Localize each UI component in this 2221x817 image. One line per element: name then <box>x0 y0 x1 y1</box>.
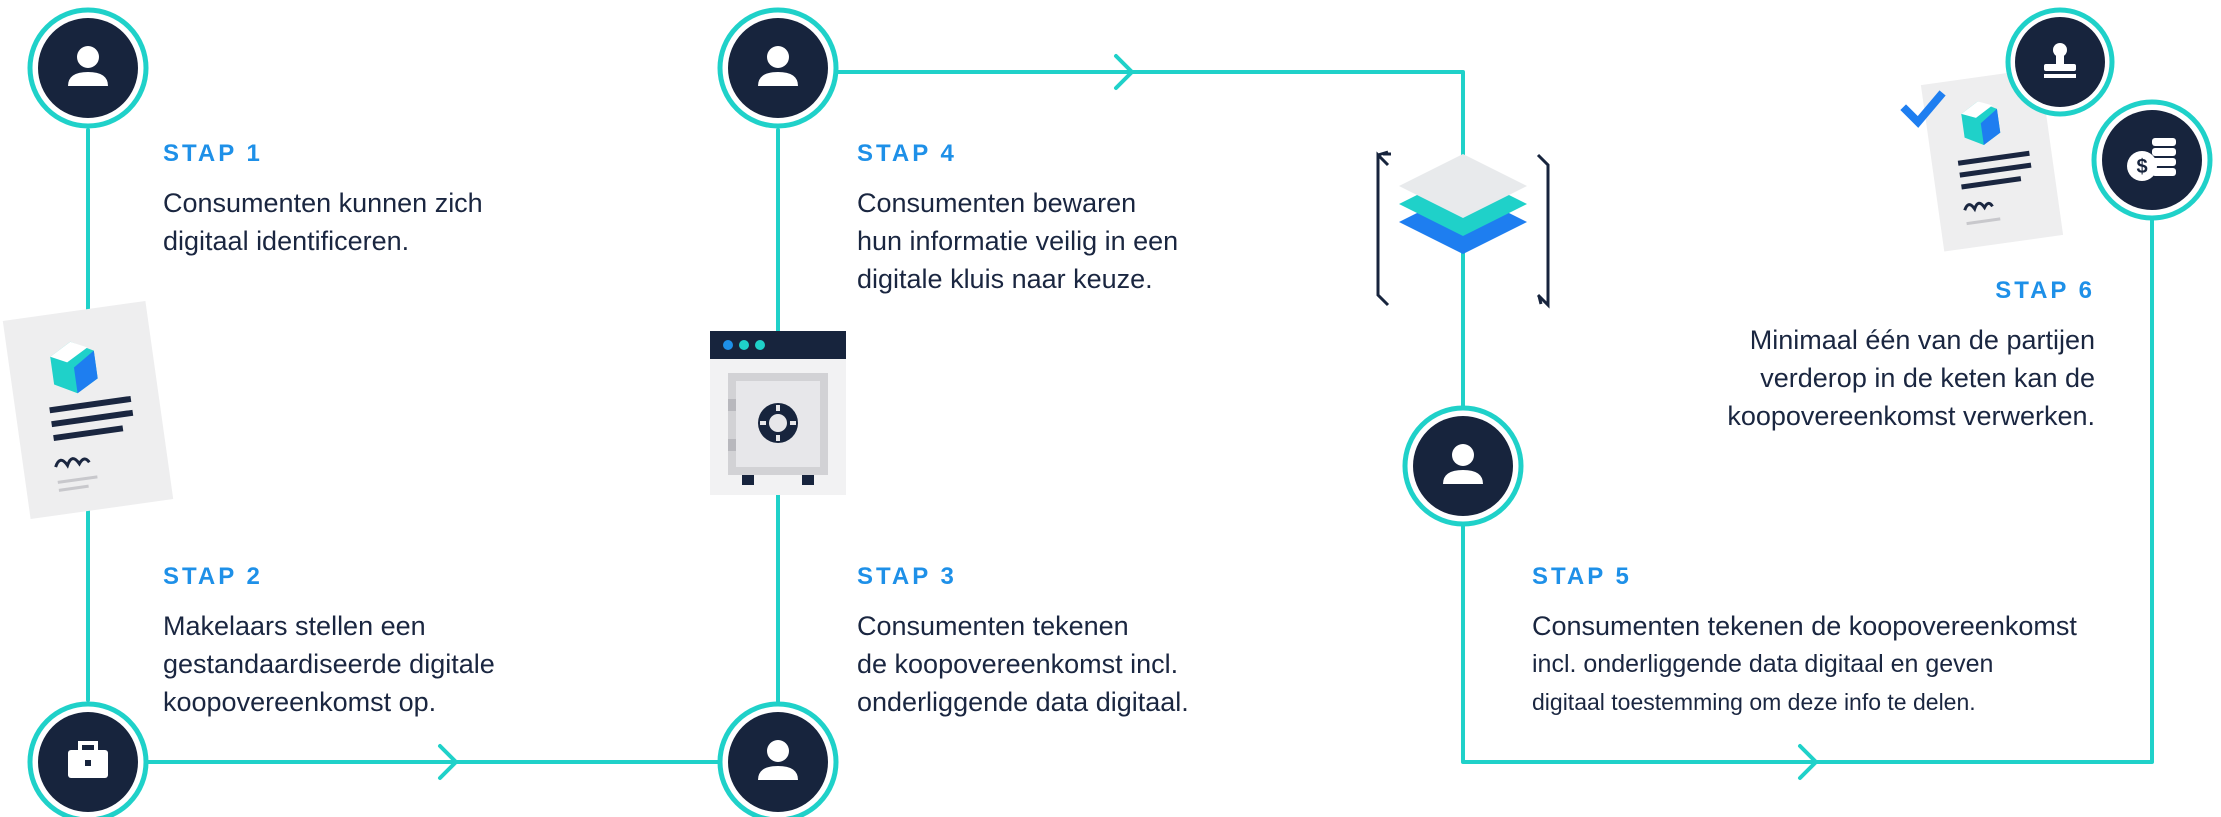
node-step-2 <box>27 701 149 817</box>
step-title: STAP 5 <box>1532 563 1632 590</box>
node-step-5 <box>1402 405 1524 527</box>
data-layers-sync-icon <box>1376 150 1550 309</box>
step-6: STAP 6 Minimaal één van de partijen verd… <box>1727 277 2095 435</box>
step-5: STAP 5 Consumenten tekenen de koopoveree… <box>1532 563 2077 721</box>
step-description: Minimaal één van de partijen verderop in… <box>1727 325 2095 431</box>
node-step-6-stamp <box>2005 7 2115 117</box>
coins-icon: $ <box>2127 138 2176 181</box>
step-description: Consumenten bewaren hun informatie veili… <box>857 188 1179 294</box>
step-title: STAP 1 <box>163 140 263 167</box>
step-1: STAP 1 Consumenten kunnen zich digitaal … <box>163 140 483 260</box>
node-step-4 <box>717 7 839 129</box>
checkmark-icon <box>1900 90 1946 128</box>
briefcase-icon <box>68 741 108 778</box>
line-step4-to-step5 <box>834 70 1465 410</box>
step-title: STAP 2 <box>163 563 263 590</box>
step-description: Consumenten tekenen de koopovereenkomst … <box>1532 611 2077 715</box>
stamp-icon <box>2044 43 2076 78</box>
step-description: Makelaars stellen een gestandaardiseerde… <box>163 611 495 717</box>
arrow-step2-step3 <box>438 744 458 780</box>
svg-text:$: $ <box>2136 156 2147 178</box>
signed-document-icon <box>2 300 174 520</box>
approved-document-icon <box>1920 68 2064 252</box>
node-step-6-coins: $ <box>2091 99 2213 221</box>
arrow-step4-step5 <box>1114 54 1134 90</box>
step-description: Consumenten tekenen de koopovereenkomst … <box>857 611 1189 717</box>
step-4: STAP 4 Consumenten bewaren hun informati… <box>857 140 1178 298</box>
step-2: STAP 2 Makelaars stellen een gestandaard… <box>163 563 495 721</box>
arrow-step5-step6 <box>1798 744 1818 780</box>
step-title: STAP 4 <box>857 140 957 167</box>
step-title: STAP 3 <box>857 563 957 590</box>
step-3: STAP 3 Consumenten tekenen de koopoveree… <box>857 563 1189 721</box>
digital-safe-icon <box>710 331 846 495</box>
line-step5-to-step6 <box>1461 178 2154 764</box>
node-step-3 <box>717 701 839 817</box>
step-description: Consumenten kunnen zich digitaal identif… <box>163 188 483 256</box>
connector-lines <box>86 54 2154 780</box>
node-step-1 <box>27 7 149 129</box>
step-title: STAP 6 <box>1995 277 2095 304</box>
